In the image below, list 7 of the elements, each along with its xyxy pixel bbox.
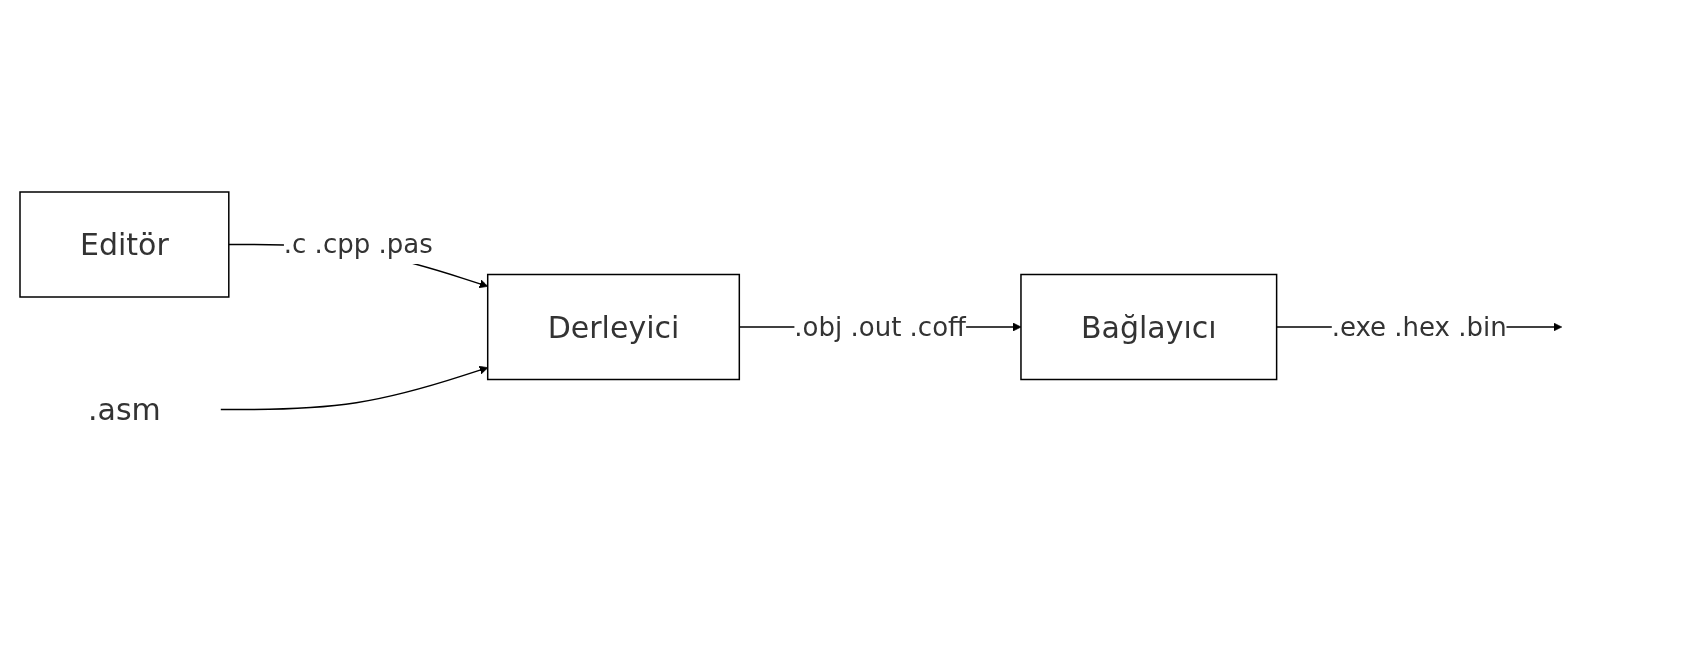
node-box: Bağlayıcı [1020, 273, 1278, 380]
node-text: .asm [88, 391, 161, 427]
node-box: Editör [19, 190, 230, 298]
edge-label: .exe .hex .bin [1331, 311, 1507, 341]
node-box: Derleyici [487, 273, 741, 380]
edge-label: .c .cpp .pas [283, 228, 433, 259]
edge-label: .obj .out .coff [794, 311, 967, 341]
